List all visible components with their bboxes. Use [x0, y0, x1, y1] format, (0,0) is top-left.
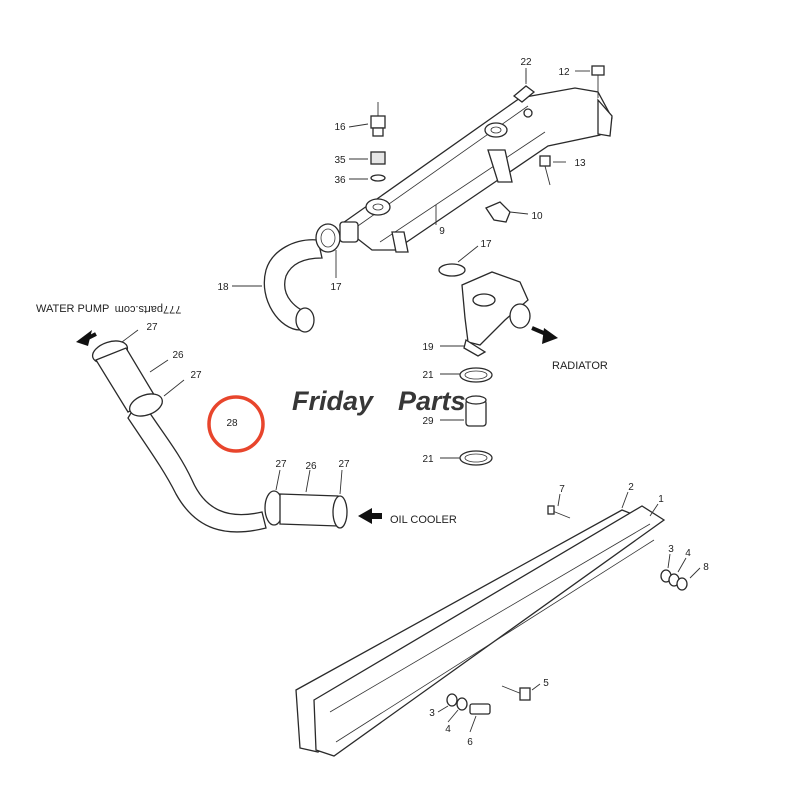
callout-13: 13: [574, 158, 586, 169]
plug-35: [370, 151, 386, 165]
label-radiator: RADIATOR: [552, 360, 608, 372]
callout-17b: 17: [480, 239, 492, 250]
callout-26b: 26: [305, 461, 317, 472]
label-oil-cooler: OIL COOLER: [390, 514, 457, 526]
bolt-5: [501, 685, 531, 701]
callout-26a: 26: [172, 350, 184, 361]
callout-4a: 4: [685, 548, 691, 559]
callout-3b: 3: [429, 708, 435, 719]
oil-cooler-plates: [295, 505, 666, 757]
stud-7: [547, 505, 571, 519]
thermostat-housing-19: [461, 271, 531, 357]
clamp-27d: [332, 495, 348, 529]
watermark-text-b: Parts: [398, 386, 466, 416]
callout-27c: 27: [275, 459, 287, 470]
arrow-oil-cooler: [358, 508, 382, 524]
callout-29: 29: [422, 416, 434, 427]
callout-4b: 4: [445, 724, 451, 735]
callout-18: 18: [217, 282, 229, 293]
callout-1: 1: [658, 494, 664, 505]
callout-12: 12: [558, 67, 570, 78]
hose-28: [127, 396, 267, 533]
callout-35: 35: [334, 155, 346, 166]
sensor-16: [370, 102, 386, 137]
clamp-27b: [129, 393, 163, 417]
arrow-water-pump: [76, 330, 97, 346]
thermostat-29: [465, 395, 487, 427]
clip-10: [485, 201, 511, 223]
callout-21b: 21: [422, 454, 434, 465]
watermark-logo: Friday Parts: [292, 386, 466, 416]
callout-36: 36: [334, 175, 346, 186]
callout-22: 22: [520, 57, 532, 68]
callout-8: 8: [703, 562, 709, 573]
callout-6: 6: [467, 737, 473, 748]
callout-5: 5: [543, 678, 549, 689]
callout-16: 16: [334, 122, 346, 133]
clamp-17b: [438, 263, 466, 277]
callout-27b: 27: [190, 370, 202, 381]
washers-3-4-8: [660, 569, 688, 591]
clamp-21b: [459, 450, 493, 466]
fitting-3-4-6: [446, 693, 491, 715]
hose-26b: [279, 493, 339, 527]
callout-21a: 21: [422, 370, 434, 381]
clamp-21a: [459, 367, 493, 383]
water-manifold: [338, 87, 613, 253]
callout-10: 10: [531, 211, 543, 222]
mirrored-watermark: 777parts.com: [115, 303, 182, 315]
oring-36: [370, 174, 386, 182]
bolt-12: [591, 65, 605, 98]
callout-27a: 27: [146, 322, 158, 333]
callout-17a: 17: [330, 282, 342, 293]
callout-27d: 27: [338, 459, 350, 470]
leader-lines: [121, 68, 701, 733]
highlight-ring: [207, 395, 265, 453]
callout-28: 28: [226, 418, 238, 429]
callout-9: 9: [439, 226, 445, 237]
callout-3a: 3: [668, 544, 674, 555]
watermark-text-a: Friday: [292, 386, 375, 416]
label-water-pump: WATER PUMP: [36, 303, 109, 315]
bolt-13: [539, 155, 551, 186]
clamp-17a: [315, 221, 359, 253]
callout-19: 19: [422, 342, 434, 353]
callout-2: 2: [628, 482, 634, 493]
highlight-28: 28: [207, 395, 265, 453]
hose-18: [263, 239, 323, 333]
arrow-radiator: [531, 326, 558, 344]
callout-7: 7: [559, 484, 565, 495]
callout-numbers: 22 12 16 35 36 13 9 10 18 17 17 19 21 29…: [146, 57, 709, 748]
